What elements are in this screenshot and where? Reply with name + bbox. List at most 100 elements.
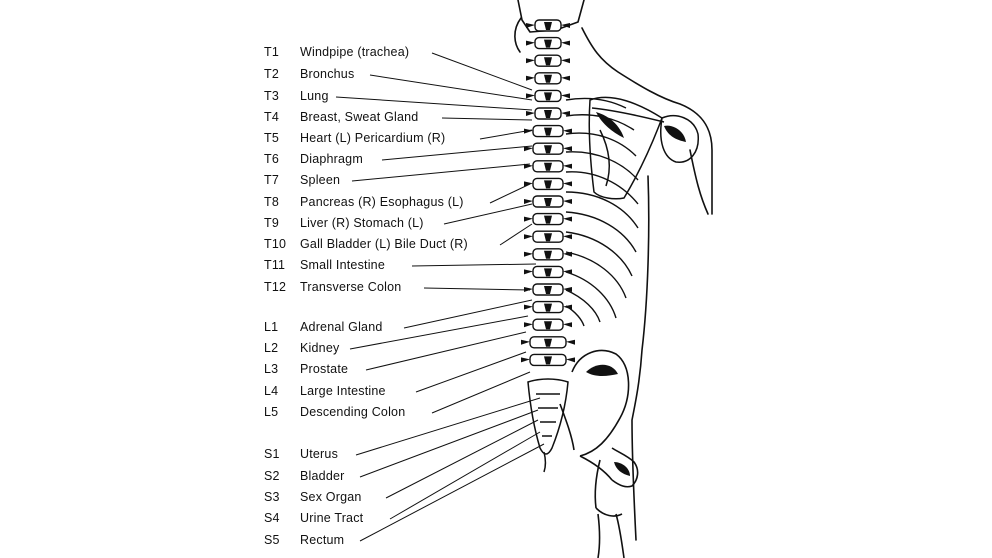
vertebra-code-l2: L2 [264,341,279,355]
transverse-process-icon [563,269,572,275]
transverse-process-icon [524,163,533,169]
vertebra-code-l3: L3 [264,362,279,376]
spinous-process-icon [544,286,552,294]
organ-label-l1: Adrenal Gland [300,320,383,334]
vertebra-code-s2: S2 [264,469,280,483]
organ-label-t1: Windpipe (trachea) [300,45,410,59]
transverse-process-icon [524,234,533,240]
leader-line-t1 [431,52,533,91]
leader-line-l2 [349,315,529,350]
neck-left-outline [514,17,522,53]
vertebra-code-s5: S5 [264,533,280,547]
spinous-process-icon [544,74,552,83]
organ-label-t11: Small Intestine [300,258,385,272]
transverse-process-icon [524,251,533,257]
spinous-process-icon [544,162,552,171]
vertebra-code-t12: T12 [264,280,287,294]
organ-label-t9: Liver (R) Stomach (L) [300,216,424,230]
transverse-process-icon [524,146,533,152]
spinous-process-icon [544,145,552,154]
spinous-process-icon [544,321,552,330]
spinous-process-icon [544,22,552,30]
transverse-process-icon [563,199,572,204]
vertebra-code-t4: T4 [264,110,279,124]
organ-label-t7: Spleen [300,173,341,187]
transverse-process-icon [563,163,572,169]
humerus-head-icon [660,114,699,163]
spinous-process-icon [544,356,552,365]
leader-line-t6 [381,145,533,161]
transverse-process-icon [524,181,533,187]
organ-label-t10: Gall Bladder (L) Bile Duct (R) [300,237,468,251]
spinous-process-icon [544,233,552,242]
spinous-process-icon [544,268,552,277]
vertebra-code-l1: L1 [264,320,279,334]
spinous-process-icon [544,303,552,312]
vertebra-code-s3: S3 [264,490,280,504]
leader-line-t12 [423,287,531,291]
organ-label-l5: Descending Colon [300,405,406,419]
organ-label-s1: Uterus [300,447,339,461]
transverse-process-icon [563,216,572,222]
transverse-process-icon [563,181,572,187]
transverse-process-icon [561,23,570,28]
leader-line-s3 [385,419,539,499]
pelvis-icon [559,349,639,558]
leader-line-l3 [365,331,527,371]
sacrum-icon [527,378,569,455]
transverse-process-icon [563,322,572,328]
leader-line-t8 [489,183,531,204]
vertebra-code-t1: T1 [264,45,279,59]
leader-line-t9 [443,203,533,225]
spinous-process-icon [544,215,552,224]
spinous-process-icon [544,198,552,206]
organ-label-l3: Prostate [300,362,349,376]
leader-line-t11 [411,263,537,267]
vertebra-code-t6: T6 [264,152,279,166]
organ-label-t3: Lung [300,89,329,103]
organ-label-t8: Pancreas (R) Esophagus (L) [300,195,464,209]
leader-line-s5 [359,443,545,542]
leader-line-s4 [389,431,541,520]
organ-label-s3: Sex Organ [300,490,362,504]
leader-line-t7 [351,163,531,182]
transverse-process-icon [563,146,572,152]
transverse-process-icon [563,128,572,134]
transverse-process-icon [561,58,570,64]
transverse-process-icon [524,304,533,310]
vertebra-code-s1: S1 [264,447,280,461]
transverse-process-icon [561,93,570,99]
organ-label-t6: Diaphragm [300,152,363,166]
organ-label-s5: Rectum [300,533,345,547]
organ-label-t2: Bronchus [300,67,355,81]
vertebra-code-t3: T3 [264,89,279,103]
vertebra-code-s4: S4 [264,511,280,525]
leader-line-s2 [359,409,539,478]
transverse-process-icon [521,339,530,345]
transverse-process-icon [566,339,575,345]
vertebra-code-t7: T7 [264,173,279,187]
transverse-process-icon [563,287,572,292]
spinous-process-icon [544,250,552,259]
transverse-process-icon [524,269,533,275]
leader-line-l5 [431,371,531,414]
leader-line-l1 [403,299,533,329]
rib-cage [565,97,639,327]
transverse-process-icon [526,111,535,116]
organ-label-l4: Large Intestine [300,384,386,398]
transverse-process-icon [526,23,535,28]
transverse-process-icon [563,234,572,240]
vertebra-code-t2: T2 [264,67,279,81]
leader-line-t10 [499,223,533,246]
vertebra-code-l4: L4 [264,384,279,398]
transverse-process-icon [563,251,572,257]
transverse-process-icon [563,304,572,310]
arm-inner-outline [689,149,709,215]
spinous-process-icon [544,180,552,189]
transverse-process-icon [524,199,533,204]
transverse-process-icon [561,111,570,116]
spinous-process-icon [544,92,552,101]
organ-label-t5: Heart (L) Pericardium (R) [300,131,446,145]
